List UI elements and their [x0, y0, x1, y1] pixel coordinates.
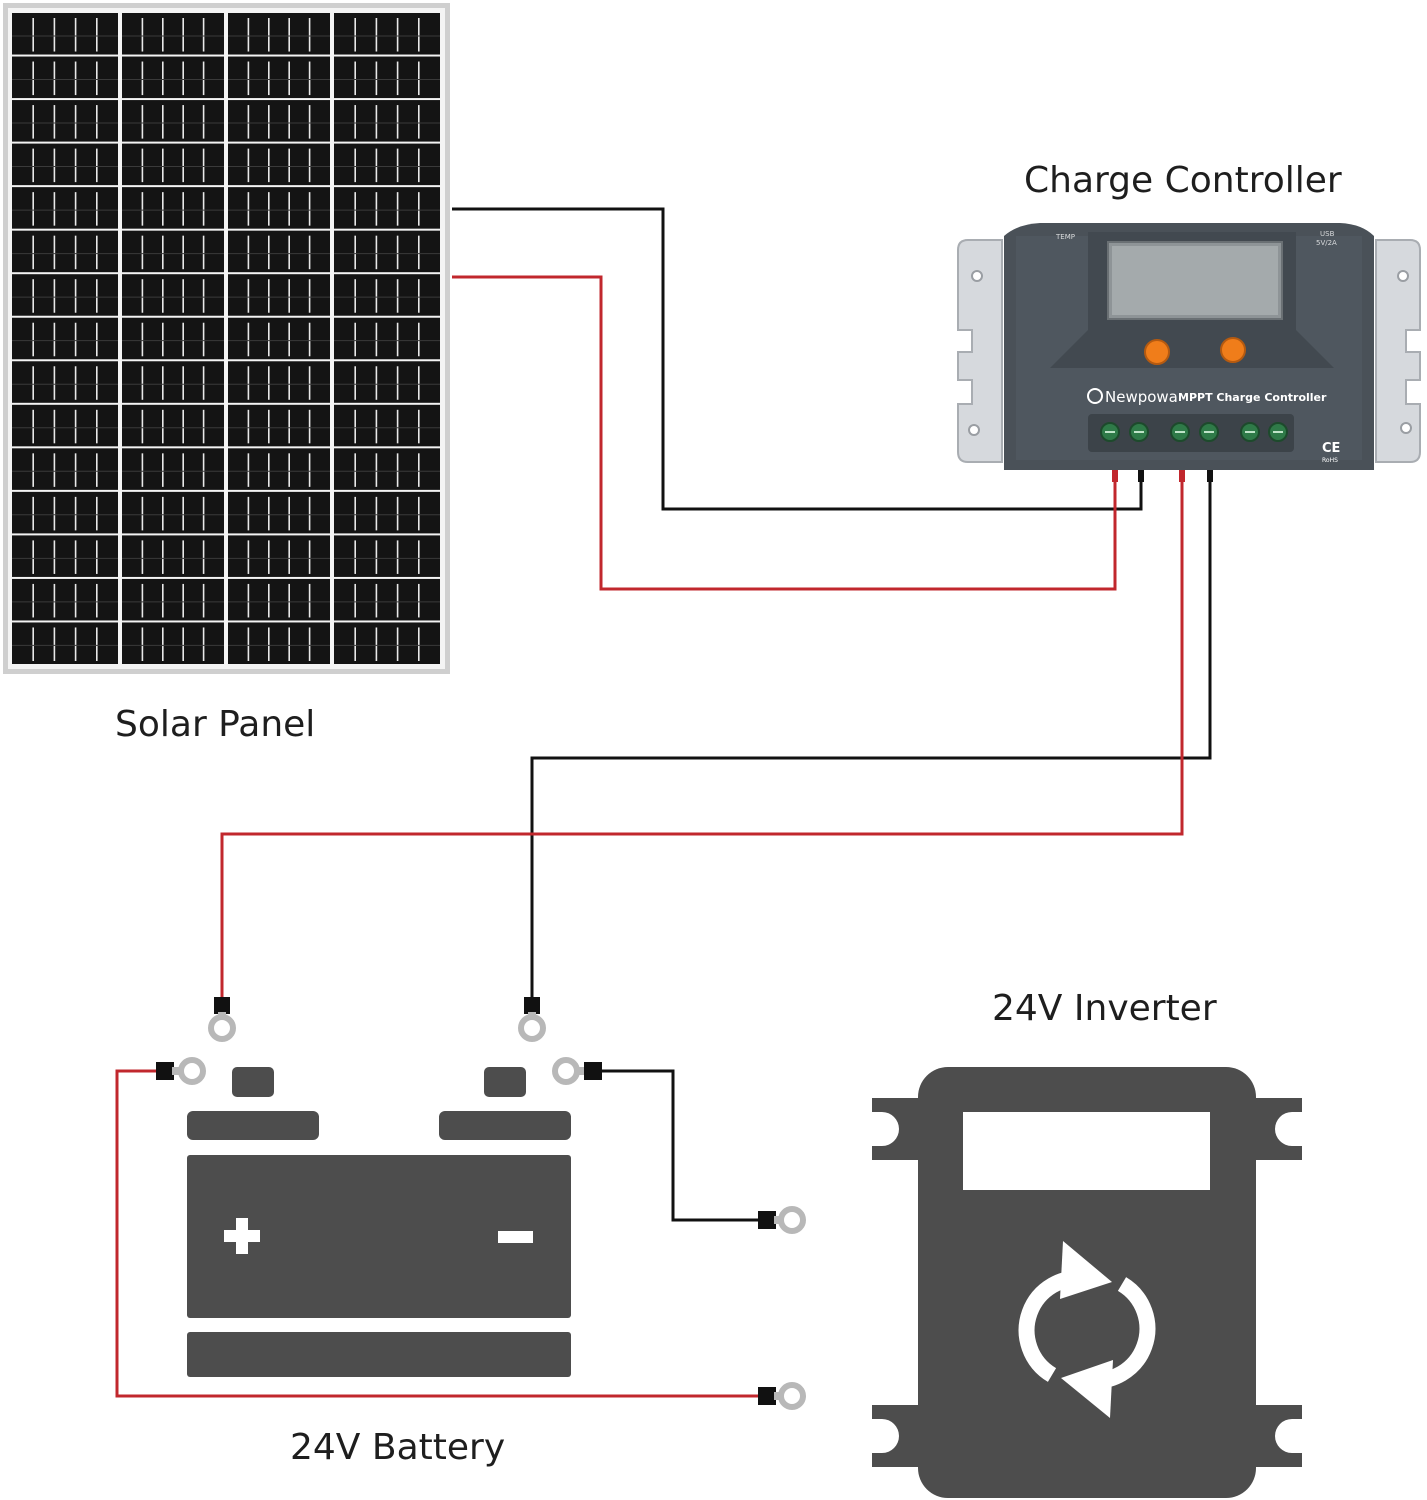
controller-model: MPPT Charge Controller: [1178, 391, 1327, 404]
ce-mark: CE: [1322, 441, 1340, 456]
solar-panel: [3, 3, 450, 674]
solar-panel-label: Solar Panel: [115, 704, 316, 745]
controller-ok-button: [1220, 337, 1246, 363]
ring-terminal-icon: [521, 997, 543, 1039]
minus-icon: [498, 1231, 533, 1243]
panel-negative-wire: [452, 207, 1143, 511]
ring-terminal-icon: [211, 997, 233, 1039]
inverter-negative-wire: [555, 1060, 803, 1231]
panel-positive-wire: [452, 275, 1117, 591]
controller-brand: Newpowa: [1105, 388, 1178, 406]
battery-negative-wire: [530, 480, 1212, 998]
charge-controller-label: Charge Controller: [1024, 160, 1342, 201]
usb-rating-label: 5V/2A: [1316, 239, 1337, 247]
solar-cells-grid: [12, 13, 440, 664]
inverter-positive-wire: [115, 1060, 803, 1407]
rohs-mark: RoHS: [1322, 457, 1338, 464]
usb-port-label: USB: [1320, 230, 1335, 238]
inverter-label: 24V Inverter: [992, 988, 1217, 1029]
charge-controller: Newpowa MPPT Charge Controller TEMP USB …: [957, 223, 1421, 482]
battery: [187, 1067, 571, 1377]
controller-menu-button: [1144, 339, 1170, 365]
temp-port-label: TEMP: [1055, 233, 1075, 241]
plus-icon: [224, 1218, 260, 1254]
inverter: [872, 1067, 1302, 1498]
battery-label: 24V Battery: [290, 1427, 506, 1468]
controller-terminal-block: [1100, 422, 1288, 442]
battery-positive-wire: [220, 480, 1184, 998]
